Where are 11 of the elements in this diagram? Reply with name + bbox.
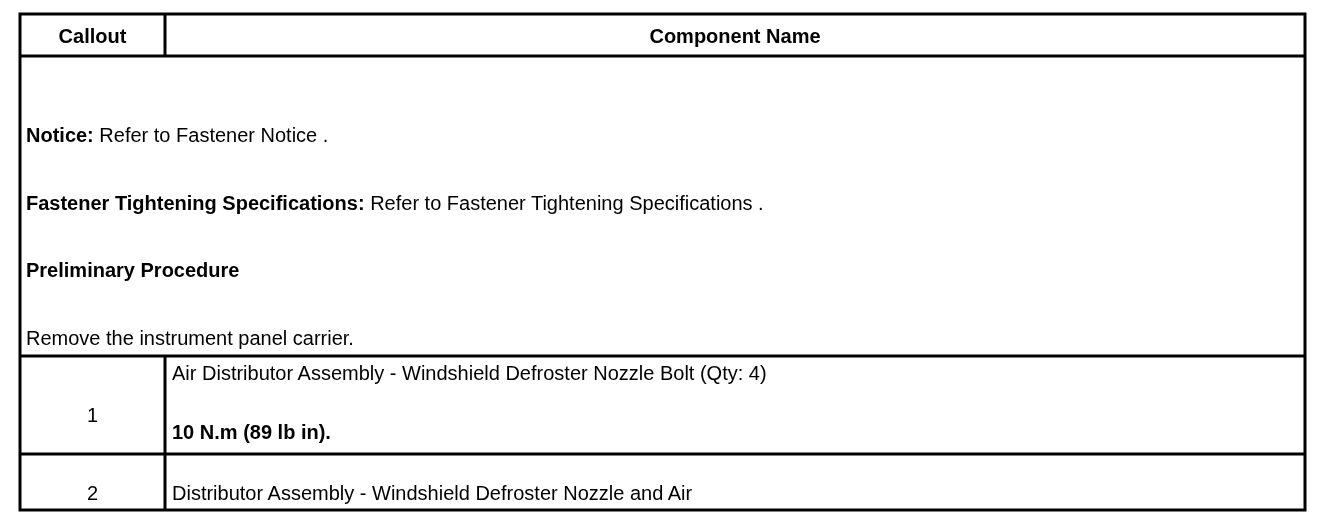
column-header: Callout — [57, 24, 128, 48]
instruction-text: Remove the instrument panel carrier. — [26, 326, 354, 350]
callout-number: 1 — [85, 403, 100, 427]
torque-value: 10 N.m (89 lb in). — [172, 420, 331, 444]
component-name: Distributor Assembly - Windshield Defroster Nozzle and Air — [172, 481, 693, 505]
notice-text: Notice: Refer to Fastener Notice . — [26, 123, 329, 147]
column-header: Component Name — [648, 24, 822, 48]
component-name: Air Distributor Assembly - Windshield Defroster Nozzle Bolt (Qty: 4) — [172, 361, 767, 385]
specification-text: Fastener Tightening Specifications: Refer to Fastener Tightening Specifications . — [26, 191, 764, 215]
procedure-heading: Preliminary Procedure — [26, 258, 240, 282]
callout-number: 2 — [85, 481, 100, 505]
